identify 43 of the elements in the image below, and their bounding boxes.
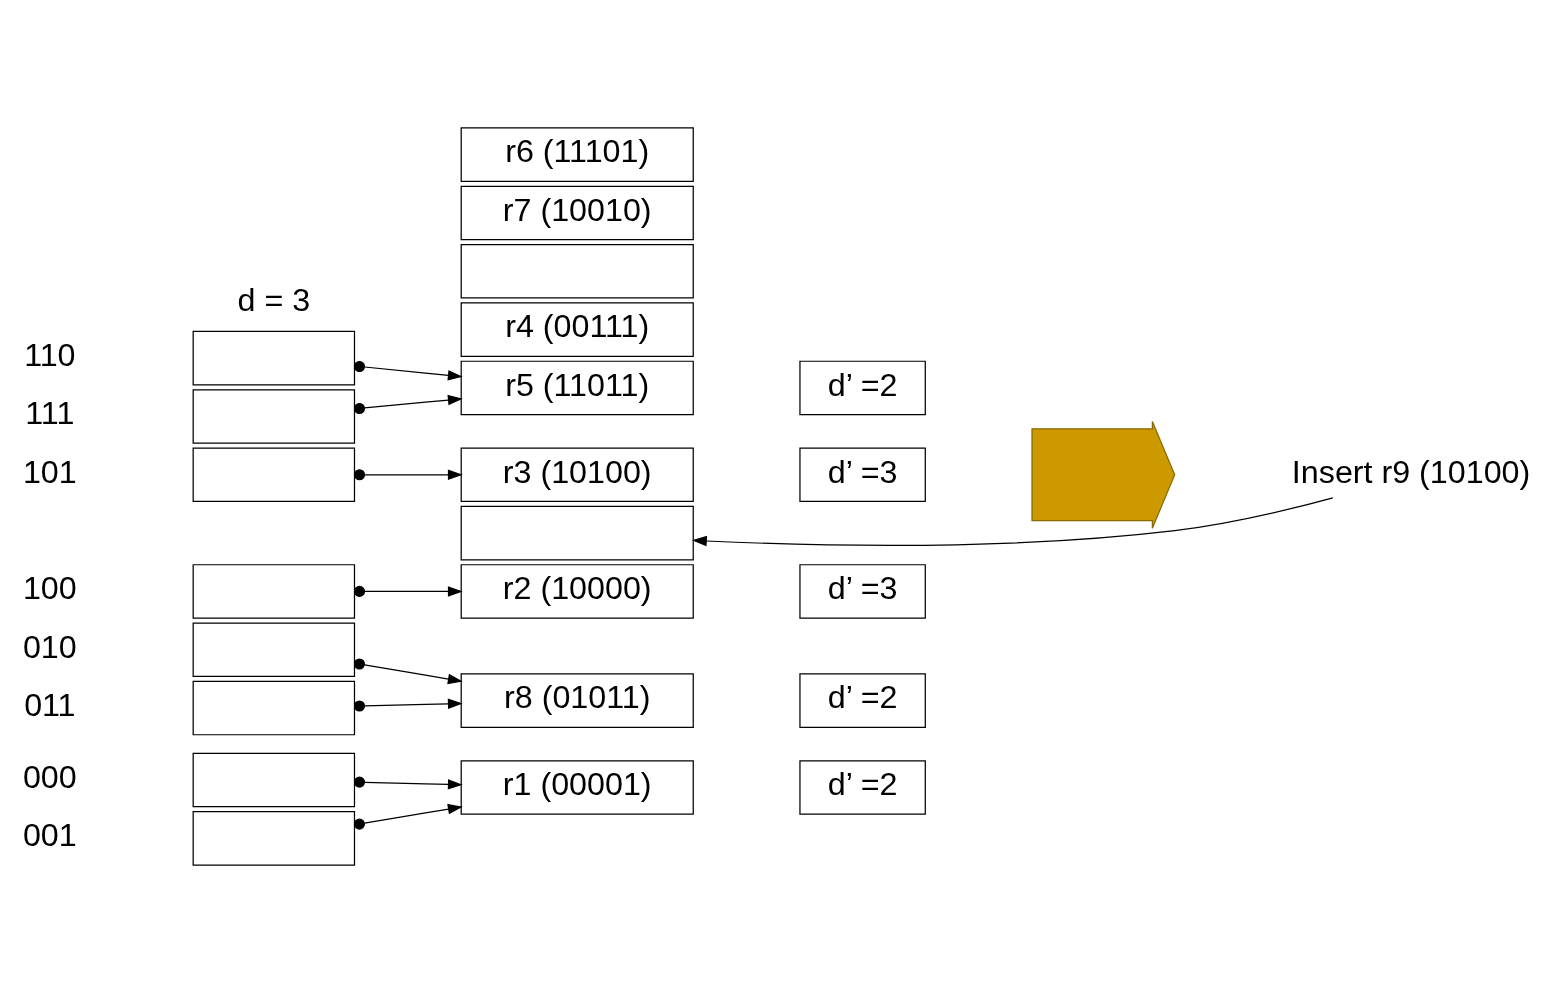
node-box: r8 (01011) — [460, 672, 694, 728]
node-arrow — [1031, 420, 1176, 529]
node-box: r5 (11011) — [460, 360, 694, 415]
node-box — [192, 563, 356, 619]
node-box — [192, 752, 356, 807]
node-box: d’ =3 — [799, 563, 926, 619]
arrow — [353, 698, 463, 712]
node-box: r2 (10000) — [460, 563, 694, 619]
node-box — [192, 388, 356, 444]
node-text: Insert r9 (10100) — [1291, 453, 1531, 490]
node-box: r1 (00001) — [460, 759, 694, 815]
label: d = 3 — [237, 281, 311, 318]
node-label: 011 — [24, 686, 76, 723]
node-box: r4 (00111) — [460, 301, 694, 357]
node-label: 101 — [22, 453, 77, 490]
node-box — [192, 680, 356, 735]
node-box — [192, 447, 356, 502]
node-label: 110 — [24, 336, 76, 373]
node-box: r6 (11101) — [460, 126, 694, 182]
node-label: 100 — [22, 569, 77, 606]
arrow — [353, 585, 463, 597]
node-box — [192, 330, 356, 385]
arrow — [353, 803, 463, 830]
arrow — [353, 468, 463, 480]
node-box — [192, 810, 356, 866]
arrow — [691, 496, 1334, 546]
node-label: 000 — [22, 758, 77, 795]
node-box: d’ =2 — [799, 672, 926, 728]
node-box — [192, 621, 356, 677]
node-box: d’ =3 — [799, 447, 926, 502]
arrow — [353, 394, 463, 414]
node-label: 111 — [25, 394, 75, 431]
node-box: d’ =2 — [799, 759, 926, 815]
node-label: 010 — [22, 628, 77, 665]
node-box — [460, 243, 694, 299]
node-box: r7 (10010) — [460, 185, 694, 240]
arrow — [353, 657, 463, 684]
node-box: r3 (10100) — [460, 447, 694, 502]
node-label: 001 — [22, 816, 77, 853]
arrow — [353, 360, 463, 380]
arrow — [353, 776, 463, 790]
node-box — [460, 505, 694, 560]
node-box: d’ =2 — [799, 360, 926, 415]
